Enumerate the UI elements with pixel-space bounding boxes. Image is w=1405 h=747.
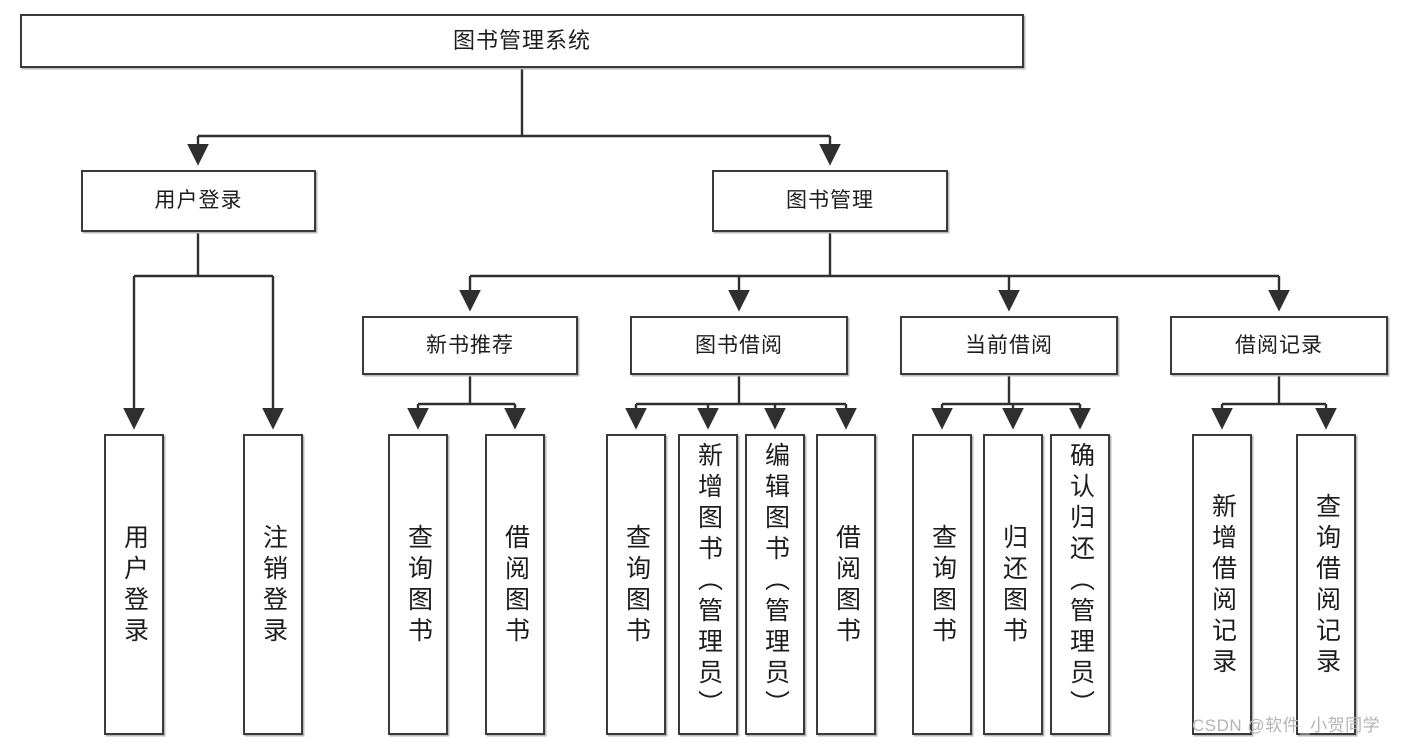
node-user-login-label: 用户登录 xyxy=(154,189,243,213)
node-root-label: 图书管理系统 xyxy=(452,27,591,53)
node-leaf-confirm-return[interactable]: 确认归还（管理员） xyxy=(1050,434,1110,735)
node-leaf-confirm-return-label: 确认归还（管理员） xyxy=(1066,442,1095,721)
node-new-book-rec[interactable]: 新书推荐 xyxy=(362,316,578,375)
node-book-manage[interactable]: 图书管理 xyxy=(712,170,948,232)
node-leaf-edit-book[interactable]: 编辑图书（管理员） xyxy=(745,434,805,735)
node-leaf-borrow-book-2-label: 借阅图书 xyxy=(832,523,861,648)
node-borrow-record-label: 借阅记录 xyxy=(1235,333,1323,357)
node-leaf-user-login[interactable]: 用户登录 xyxy=(104,434,164,735)
node-leaf-logout-label: 注销登录 xyxy=(259,523,288,648)
node-leaf-return-book[interactable]: 归还图书 xyxy=(983,434,1043,735)
node-leaf-return-book-label: 归还图书 xyxy=(999,523,1028,648)
node-leaf-add-book-label: 新增图书（管理员） xyxy=(694,442,723,721)
node-new-book-rec-label: 新书推荐 xyxy=(426,333,514,357)
node-user-login[interactable]: 用户登录 xyxy=(81,170,316,232)
node-leaf-borrow-book-1-label: 借阅图书 xyxy=(501,523,530,648)
node-leaf-add-book[interactable]: 新增图书（管理员） xyxy=(678,434,738,735)
node-leaf-query-book-2-label: 查询图书 xyxy=(622,523,651,648)
node-leaf-query-book-1-label: 查询图书 xyxy=(404,523,433,648)
node-leaf-query-record[interactable]: 查询借阅记录 xyxy=(1296,434,1356,735)
node-book-borrow[interactable]: 图书借阅 xyxy=(630,316,848,375)
node-leaf-add-record-label: 新增借阅记录 xyxy=(1208,492,1237,679)
node-leaf-query-record-label: 查询借阅记录 xyxy=(1312,492,1341,679)
node-leaf-edit-book-label: 编辑图书（管理员） xyxy=(761,442,790,721)
node-leaf-query-book-2[interactable]: 查询图书 xyxy=(606,434,666,735)
watermark-text: CSDN @软件_小贺同学 xyxy=(1192,716,1381,735)
node-current-borrow-label: 当前借阅 xyxy=(965,333,1053,357)
node-leaf-query-book-3-label: 查询图书 xyxy=(928,523,957,648)
node-book-borrow-label: 图书借阅 xyxy=(695,333,783,357)
node-leaf-add-record[interactable]: 新增借阅记录 xyxy=(1192,434,1252,735)
node-leaf-logout[interactable]: 注销登录 xyxy=(243,434,303,735)
node-leaf-borrow-book-1[interactable]: 借阅图书 xyxy=(485,434,545,735)
node-leaf-borrow-book-2[interactable]: 借阅图书 xyxy=(816,434,876,735)
node-leaf-query-book-3[interactable]: 查询图书 xyxy=(912,434,972,735)
node-leaf-user-login-label: 用户登录 xyxy=(120,523,149,648)
node-current-borrow[interactable]: 当前借阅 xyxy=(900,316,1118,375)
node-book-manage-label: 图书管理 xyxy=(786,189,874,213)
node-leaf-query-book-1[interactable]: 查询图书 xyxy=(388,434,448,735)
node-borrow-record[interactable]: 借阅记录 xyxy=(1170,316,1388,375)
node-root[interactable]: 图书管理系统 xyxy=(20,14,1024,68)
